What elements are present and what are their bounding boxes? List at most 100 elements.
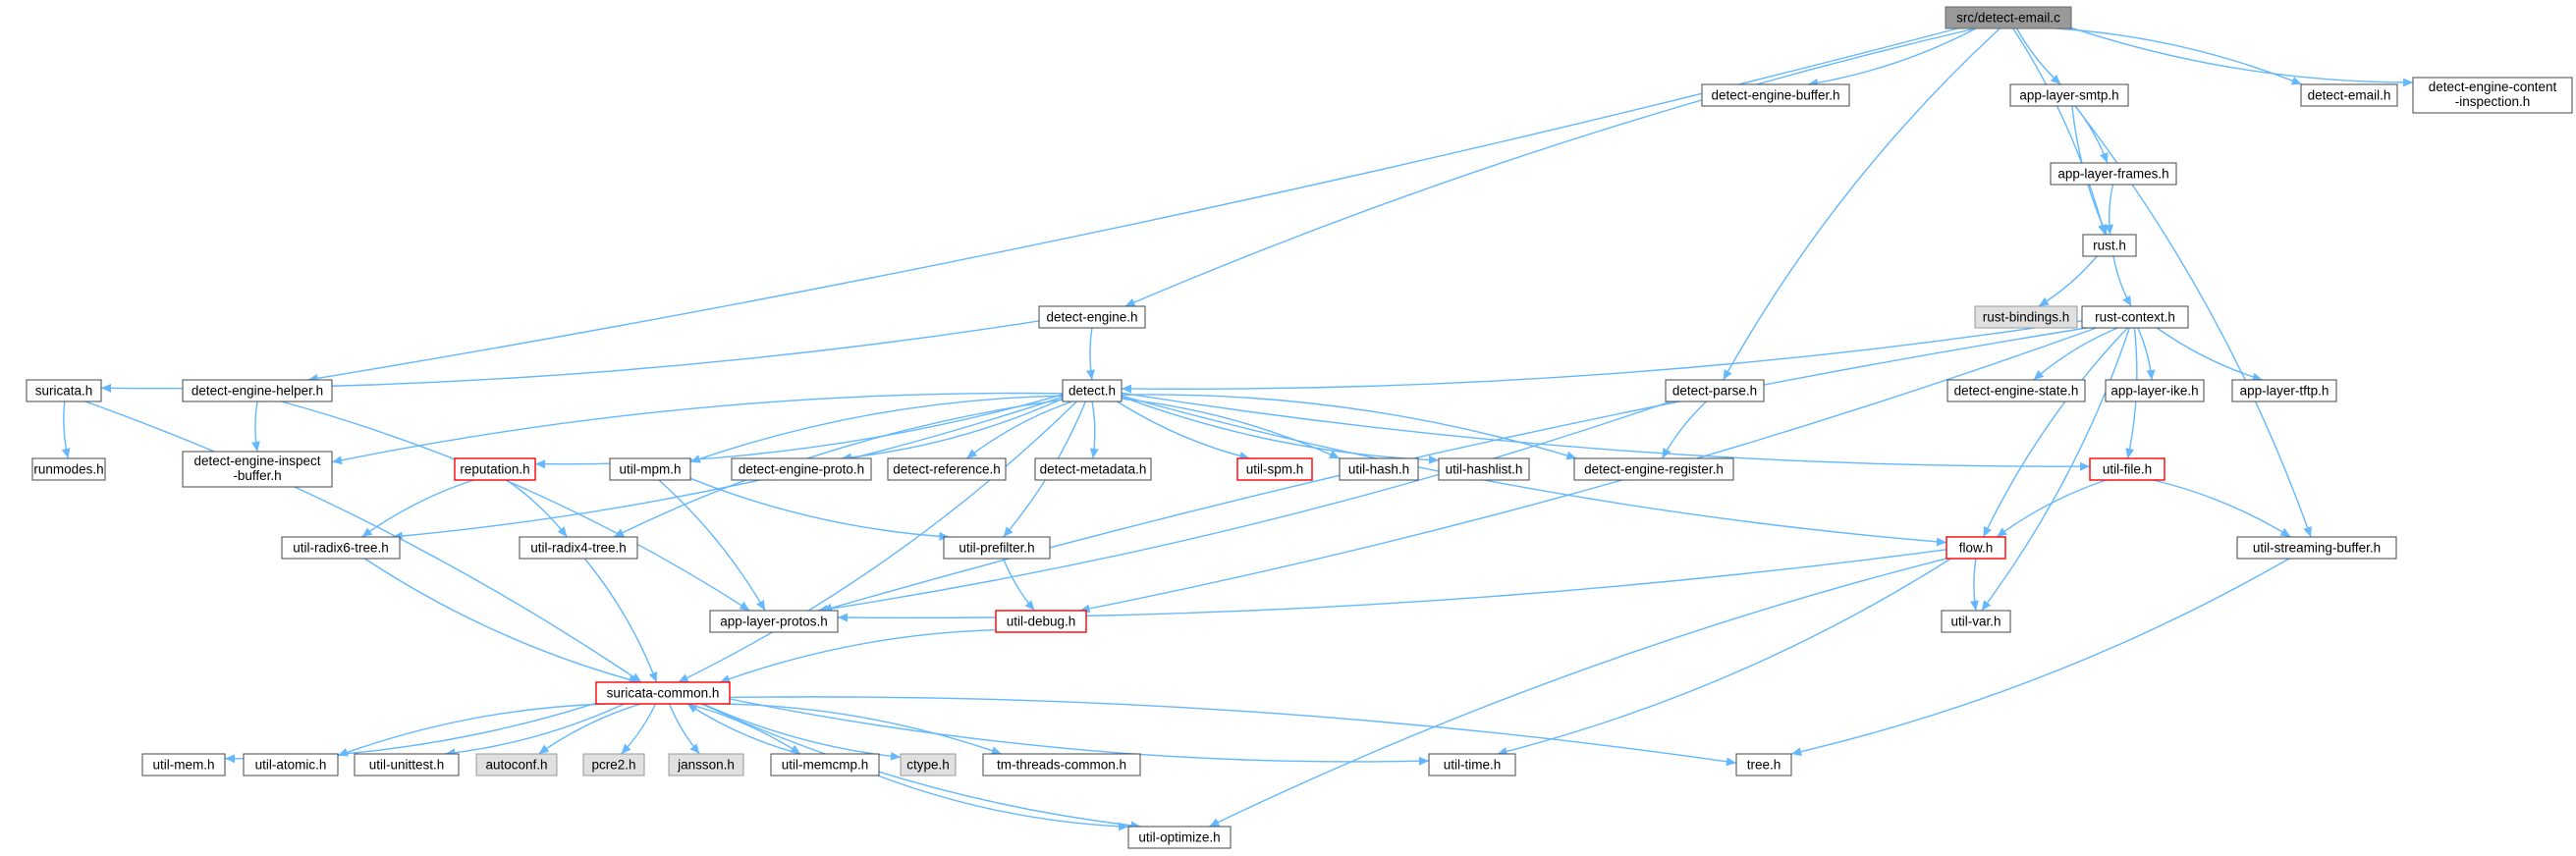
node-dref[interactable]: detect-reference.h [887,457,1007,481]
edge-rc-to-var [1981,327,2130,612]
node-rm[interactable]: runmodes.h [31,457,106,481]
node-label: tm-threads-common.h [997,758,1126,773]
node-der[interactable]: detect-engine-register.h [1573,457,1734,481]
node-deh[interactable]: detect-engine-helper.h [182,379,333,402]
edge-sc-to-ut [445,703,625,758]
node-deci[interactable]: detect-engine-content-inspection.h [2412,77,2573,114]
node-label: util-prefilter.h [959,541,1034,556]
edge-mpm-to-alp [658,479,766,612]
edge-sc-to-mem [224,702,597,764]
node-label: reputation.h [460,462,529,477]
node-label: detect-engine-buffer.h [1711,88,1839,103]
edge-rc-to-dbg [1079,327,2097,614]
node-atom[interactable]: util-atomic.h [243,753,339,776]
node-root[interactable]: src/detect-email.c [1945,6,2072,29]
node-box [995,610,1087,633]
node-dem[interactable]: detect-email.h [2300,83,2398,107]
edge-sc-to-mc [686,703,801,755]
edge-sur-to-sc [84,401,642,683]
edge-det-to-mpm [689,395,1064,463]
node-det[interactable]: detect.h [1062,379,1123,402]
node-spm[interactable]: util-spm.h [1236,457,1313,481]
node-rc[interactable]: rust-context.h [2081,305,2189,329]
node-tree[interactable]: tree.h [1735,753,1792,776]
edge-det-to-deib [331,392,1064,465]
edge-root-to-rust [2012,27,2107,236]
node-label: app-layer-frames.h [2057,167,2168,182]
node-mpm[interactable]: util-mpm.h [609,457,691,481]
node-box [2236,536,2397,560]
node-mc[interactable]: util-memcmp.h [770,753,880,776]
node-box [182,379,333,402]
node-label: detect-reference.h [893,462,1001,477]
node-sur[interactable]: suricata.h [26,379,102,402]
edge-sc-to-tree [729,696,1737,767]
node-tftp[interactable]: app-layer-tftp.h [2231,379,2337,402]
node-dp[interactable]: detect-parse.h [1665,379,1765,402]
node-label: util-spm.h [1246,462,1304,477]
node-label: suricata-common.h [607,686,720,701]
node-deib[interactable]: detect-engine-inspect-buffer.h [182,451,333,488]
node-ct[interactable]: ctype.h [900,753,957,776]
node-usb[interactable]: util-streaming-buffer.h [2236,536,2397,560]
node-label: tree.h [1747,758,1781,773]
node-pcre[interactable]: pcre2.h [582,753,645,776]
node-hl[interactable]: util-hashlist.h [1438,457,1530,481]
node-label: -inspection.h [2455,94,2531,109]
node-jan[interactable]: jansson.h [668,753,744,776]
node-r4[interactable]: util-radix4-tree.h [519,536,638,560]
node-box [2412,77,2573,114]
node-label: src/detect-email.c [1956,11,2060,26]
node-ike[interactable]: app-layer-ike.h [2105,379,2205,402]
node-label: detect-parse.h [1672,384,1757,399]
node-time[interactable]: util-time.h [1428,753,1516,776]
node-box [2300,83,2398,107]
node-des[interactable]: detect-engine-state.h [1946,379,2086,402]
node-deb[interactable]: detect-engine-buffer.h [1701,83,1850,107]
node-box [1428,753,1516,776]
node-pf[interactable]: util-prefilter.h [943,536,1051,560]
node-rust[interactable]: rust.h [2082,234,2137,257]
node-label: rust.h [2093,239,2126,253]
node-box [1974,305,2078,329]
node-box [609,457,691,481]
node-label: ctype.h [906,758,950,773]
edge-rc-to-ike [2137,327,2156,381]
node-label: util-unittest.h [369,758,445,773]
node-label: util-mem.h [152,758,214,773]
node-dpr[interactable]: detect-engine-proto.h [731,457,872,481]
node-var[interactable]: util-var.h [1941,610,2011,633]
node-box [943,536,1051,560]
node-hash[interactable]: util-hash.h [1339,457,1419,481]
edge-sc-to-jan [668,703,700,755]
node-de[interactable]: detect-engine.h [1038,305,1146,329]
node-ut[interactable]: util-unittest.h [354,753,460,776]
node-rep[interactable]: reputation.h [454,457,536,481]
edge-de-to-sur [100,320,1040,393]
node-opt[interactable]: util-optimize.h [1127,826,1232,849]
node-label: detect-metadata.h [1040,462,1147,477]
node-sc[interactable]: suricata-common.h [595,681,731,705]
edge-root-to-als [2015,27,2061,85]
node-label: detect-engine.h [1046,310,1137,325]
node-r6[interactable]: util-radix6-tree.h [281,536,401,560]
node-box [2105,379,2205,402]
node-box [582,753,645,776]
node-dbg[interactable]: util-debug.h [995,610,1087,633]
edge-dp-to-der [1661,401,1707,459]
node-label: app-layer-tftp.h [2240,384,2329,399]
node-alf[interactable]: app-layer-frames.h [2050,162,2177,186]
node-label: util-radix6-tree.h [293,541,389,556]
node-als[interactable]: app-layer-smtp.h [2009,83,2129,107]
node-tmc[interactable]: tm-threads-common.h [982,753,1141,776]
node-flow[interactable]: flow.h [1946,536,2006,560]
node-ac[interactable]: autoconf.h [475,753,558,776]
node-rb[interactable]: rust-bindings.h [1974,305,2078,329]
node-dmeta[interactable]: detect-metadata.h [1034,457,1152,481]
node-box [1946,379,2086,402]
node-alp[interactable]: app-layer-protos.h [709,610,839,633]
node-box [1665,379,1765,402]
node-mem[interactable]: util-mem.h [141,753,226,776]
node-uf[interactable]: util-file.h [2089,457,2165,481]
node-label: util-hash.h [1348,462,1409,477]
